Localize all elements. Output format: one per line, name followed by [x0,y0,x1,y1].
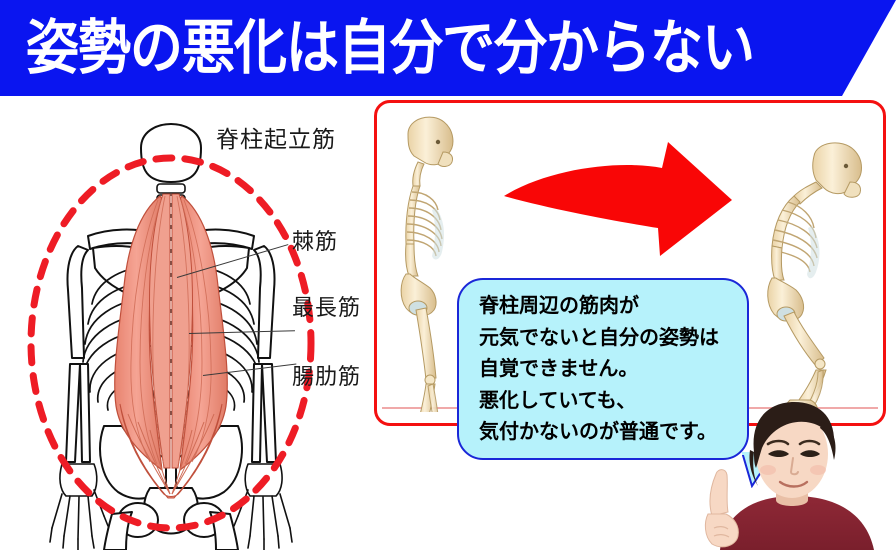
bubble-line-2: 元気でないと自分の姿勢は [479,326,719,349]
skeleton-bad-posture [766,138,870,414]
highlight-ellipse [27,154,315,532]
speech-bubble-text: 脊柱周辺の筋肉が 元気でないと自分の姿勢は 自覚できません。 悪化していても、 … [479,291,739,449]
bubble-line-1: 脊柱周辺の筋肉が [479,295,639,317]
anatomy-illustration [0,96,372,550]
label-spinalis: 棘筋 [292,229,339,254]
bubble-line-3: 自覚できません。 [479,358,639,380]
speech-bubble: 脊柱周辺の筋肉が 元気でないと自分の姿勢は 自覚できません。 悪化していても、 … [457,278,749,460]
label-longissimus: 最長筋 [292,295,362,320]
bubble-line-5: 気付かないのが普通です。 [479,421,717,443]
title-banner [0,0,896,96]
red-swoosh-arrow [502,138,734,272]
skeleton-good-posture [386,112,470,412]
label-iliocostalis: 腸肋筋 [292,364,362,389]
page-title: 姿勢の悪化は自分で分からない [26,14,755,82]
presenter-photo [702,396,896,550]
bubble-line-4: 悪化していても、 [479,389,637,412]
label-erector-spinae: 脊柱起立筋 [216,126,336,152]
